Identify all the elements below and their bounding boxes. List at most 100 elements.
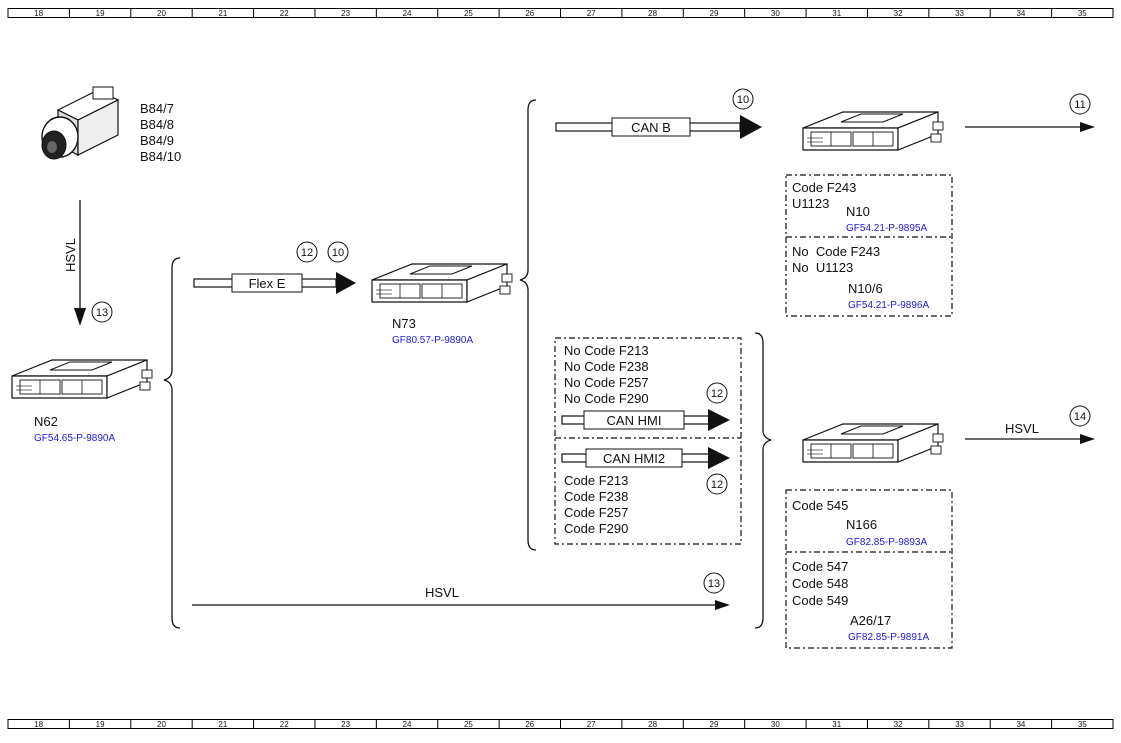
flex-e-label: Flex E (249, 276, 286, 291)
bottom-ruler-number: 18 (34, 720, 43, 729)
top-ruler-number: 18 (34, 9, 43, 18)
bottom-ruler-number: 32 (894, 720, 903, 729)
marker-13-bottom (703, 572, 725, 594)
hmi-lower-code-1: Code F213 (564, 473, 628, 488)
bottom-ruler-number: 27 (587, 720, 596, 729)
can-hmi2-label-box (585, 448, 683, 468)
bottom-ruler-number: 28 (648, 720, 657, 729)
can-hmi2-label: CAN HMI2 (603, 451, 665, 466)
sensor-label-4: B84/10 (140, 149, 181, 164)
right-brace (754, 332, 772, 629)
bottom-ruler-number: 34 (1016, 720, 1025, 729)
top-ruler-number: 34 (1016, 9, 1025, 18)
n10-control-unit (802, 111, 944, 151)
hmi-upper-code-4: No Code F290 (564, 391, 649, 406)
hmi-upper-code-3: No Code F257 (564, 375, 649, 390)
n10-output-arrowhead (1080, 122, 1095, 132)
n73-ref: GF80.57-P-9890A (392, 335, 473, 346)
top-ruler-number: 28 (648, 9, 657, 18)
n62-control-unit (11, 359, 153, 399)
n62-name: N62 (34, 414, 58, 429)
n73-control-unit (371, 263, 513, 303)
top-ruler-number: 21 (218, 9, 227, 18)
hmi-lower-code-4: Code F290 (564, 521, 628, 536)
top-ruler-number: 32 (894, 9, 903, 18)
sensor-label-1: B84/7 (140, 101, 174, 116)
marker-11-text: 11 (1074, 99, 1085, 111)
can-b-label-box (611, 117, 691, 137)
marker-10-canb (732, 88, 754, 110)
top-ruler-number: 33 (955, 9, 964, 18)
bottom-ruler-number: 35 (1078, 720, 1087, 729)
camera-sensor-icon (41, 86, 120, 160)
marker-10-flex-text: 10 (332, 247, 344, 259)
n166-control-unit (802, 423, 944, 463)
hsvl-bottom-label: HSVL (425, 585, 459, 600)
sensor-label-3: B84/9 (140, 133, 174, 148)
bottom-ruler-number: 29 (710, 720, 719, 729)
bottom-ruler-number: 19 (96, 720, 105, 729)
bottom-ruler-number: 31 (832, 720, 841, 729)
can-hmi-label-box (583, 410, 685, 430)
n166-ref: GF82.85-P-9893A (846, 537, 927, 548)
bottom-ruler-number: 22 (280, 720, 289, 729)
hsvl-right-arrowhead (1080, 434, 1095, 444)
bottom-ruler-number: 26 (525, 720, 534, 729)
a26-17-code-3: Code 549 (792, 593, 848, 608)
hmi-lower-code-2: Code F238 (564, 489, 628, 504)
bottom-ruler-number: 21 (218, 720, 227, 729)
bottom-ruler-number: 33 (955, 720, 964, 729)
can-hmi2-arrowhead (708, 447, 730, 469)
n10-6-ref: GF54.21-P-9896A (848, 300, 929, 311)
top-ruler-number: 22 (280, 9, 289, 18)
marker-12-hmi2 (706, 473, 728, 495)
n62-ref: GF54.65-P-9890A (34, 433, 115, 444)
n10-code-1: Code F243 (792, 180, 856, 195)
n10-name: N10 (846, 204, 870, 219)
can-b-arrowhead (740, 115, 762, 139)
marker-10-flex (327, 241, 349, 263)
top-ruler-number: 31 (832, 9, 841, 18)
top-ruler-number: 26 (525, 9, 534, 18)
n166-variant-box (785, 489, 953, 649)
can-hmi-arrowhead (708, 409, 730, 431)
can-b-label: CAN B (631, 120, 671, 135)
marker-12-hmi2-text: 12 (711, 479, 723, 491)
top-ruler-number: 27 (587, 9, 596, 18)
left-brace (163, 257, 181, 629)
marker-14 (1069, 405, 1091, 427)
hsvl-bottom-arrowhead (715, 600, 730, 610)
n73-name: N73 (392, 316, 416, 331)
bottom-ruler-number: 20 (157, 720, 166, 729)
bottom-ruler-number: 23 (341, 720, 350, 729)
marker-13-left (91, 301, 113, 323)
a26-17-ref: GF82.85-P-9891A (848, 632, 929, 643)
middle-brace (519, 99, 537, 551)
hmi-lower-code-3: Code F257 (564, 505, 628, 520)
marker-14-text: 14 (1074, 411, 1086, 423)
a26-17-name: A26/17 (850, 613, 891, 628)
top-ruler-number: 23 (341, 9, 350, 18)
sensor-label-2: B84/8 (140, 117, 174, 132)
marker-11 (1069, 93, 1091, 115)
top-ruler-number: 30 (771, 9, 780, 18)
can-hmi-label: CAN HMI (607, 413, 662, 428)
n10-code-2: U1123 (792, 196, 829, 211)
top-ruler-number: 29 (710, 9, 719, 18)
flex-e-label-box (231, 273, 303, 293)
hmi-upper-code-1: No Code F213 (564, 343, 649, 358)
n10-6-code-1: No Code F243 (792, 244, 880, 259)
flex-e-arrowhead (336, 272, 356, 294)
hmi-variant-box (554, 337, 742, 545)
a26-17-code-1: Code 547 (792, 559, 848, 574)
n10-6-name: N10/6 (848, 281, 883, 296)
bottom-ruler-number: 30 (771, 720, 780, 729)
n10-6-code-2: No U1123 (792, 260, 853, 275)
marker-12-flex-text: 12 (301, 247, 313, 259)
top-ruler-number: 20 (157, 9, 166, 18)
marker-12-hmi-text: 12 (711, 388, 723, 400)
n166-name: N166 (846, 517, 877, 532)
marker-12-flex (296, 241, 318, 263)
